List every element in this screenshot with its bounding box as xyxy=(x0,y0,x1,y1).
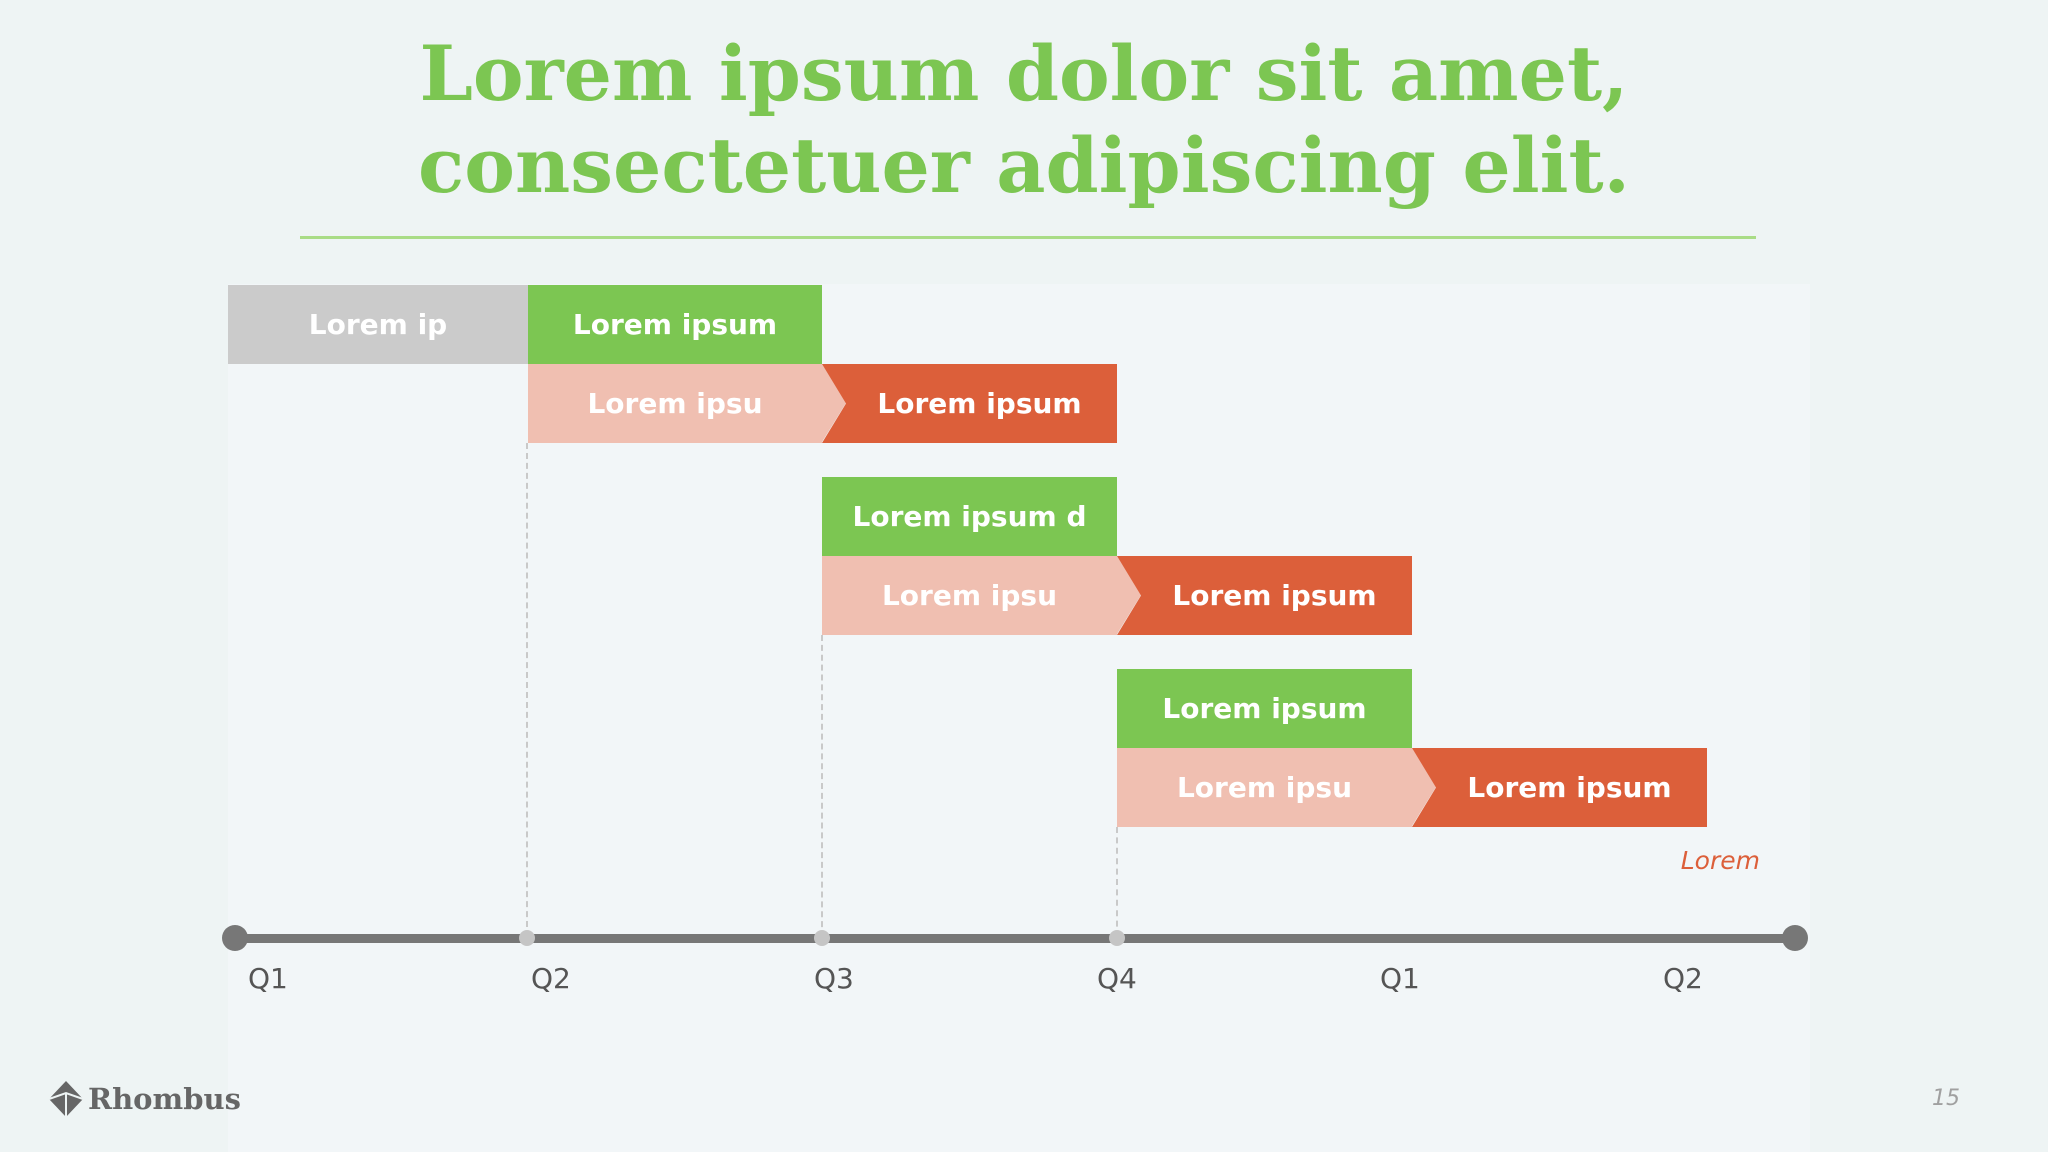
axis-label: Q3 xyxy=(814,962,854,995)
task-label: Lorem ipsum d xyxy=(852,500,1087,533)
task-bar: Lorem ipsum d xyxy=(822,477,1117,556)
task-bar: Lorem ipsum xyxy=(1117,669,1412,748)
task-bar: Lorem ipsu xyxy=(528,364,822,443)
title-line-2: consectetuer adipiscing elit. xyxy=(417,121,1631,210)
axis-label: Q4 xyxy=(1097,962,1137,995)
task-bar: Lorem ipsu xyxy=(1117,748,1412,827)
axis-tick xyxy=(519,930,535,946)
task-bar: Lorem ipsum xyxy=(822,364,1117,443)
title-divider xyxy=(300,236,1756,239)
axis-tick xyxy=(1109,930,1125,946)
task-label: Lorem ipsu xyxy=(881,579,1058,612)
task-bar: Lorem ipsum xyxy=(1412,748,1707,827)
title-line-1: Lorem ipsum dolor sit amet, xyxy=(419,29,1629,118)
page-title: Lorem ipsum dolor sit amet, consectetuer… xyxy=(0,28,2048,212)
task-label: Lorem ip xyxy=(308,308,448,341)
task-label: Lorem ipsum xyxy=(1172,579,1377,612)
brand-logo: Rhombus xyxy=(48,1080,241,1118)
task-bar: Lorem ipsum xyxy=(528,285,822,364)
task-label: Lorem ipsu xyxy=(587,387,763,420)
task-label: Lorem ipsum xyxy=(572,308,778,341)
page-number: 15 xyxy=(1932,1086,1960,1111)
task-bar: Lorem ipsu xyxy=(822,556,1117,635)
axis-label: Q2 xyxy=(531,962,571,995)
timeline-axis xyxy=(234,934,1794,943)
axis-label: Q1 xyxy=(1380,962,1420,995)
guide-line-q3 xyxy=(821,635,823,937)
axis-start-marker xyxy=(222,925,248,951)
axis-label: Q2 xyxy=(1663,962,1703,995)
rhombus-logo-icon xyxy=(48,1081,84,1117)
axis-end-marker xyxy=(1782,925,1808,951)
task-bar: Lorem ip xyxy=(228,285,528,364)
task-label: Lorem ipsum xyxy=(1162,692,1367,725)
axis-label: Q1 xyxy=(248,962,288,995)
axis-tick xyxy=(814,930,830,946)
guide-line-q4 xyxy=(1116,827,1118,937)
annotation-note: Lorem xyxy=(1680,846,1760,875)
task-label: Lorem ipsu xyxy=(1176,771,1353,804)
task-bar: Lorem ipsum xyxy=(1117,556,1412,635)
guide-line-q2 xyxy=(526,443,528,937)
task-label: Lorem ipsum xyxy=(1467,771,1672,804)
task-label: Lorem ipsum xyxy=(877,387,1082,420)
brand-name: Rhombus xyxy=(88,1082,241,1116)
